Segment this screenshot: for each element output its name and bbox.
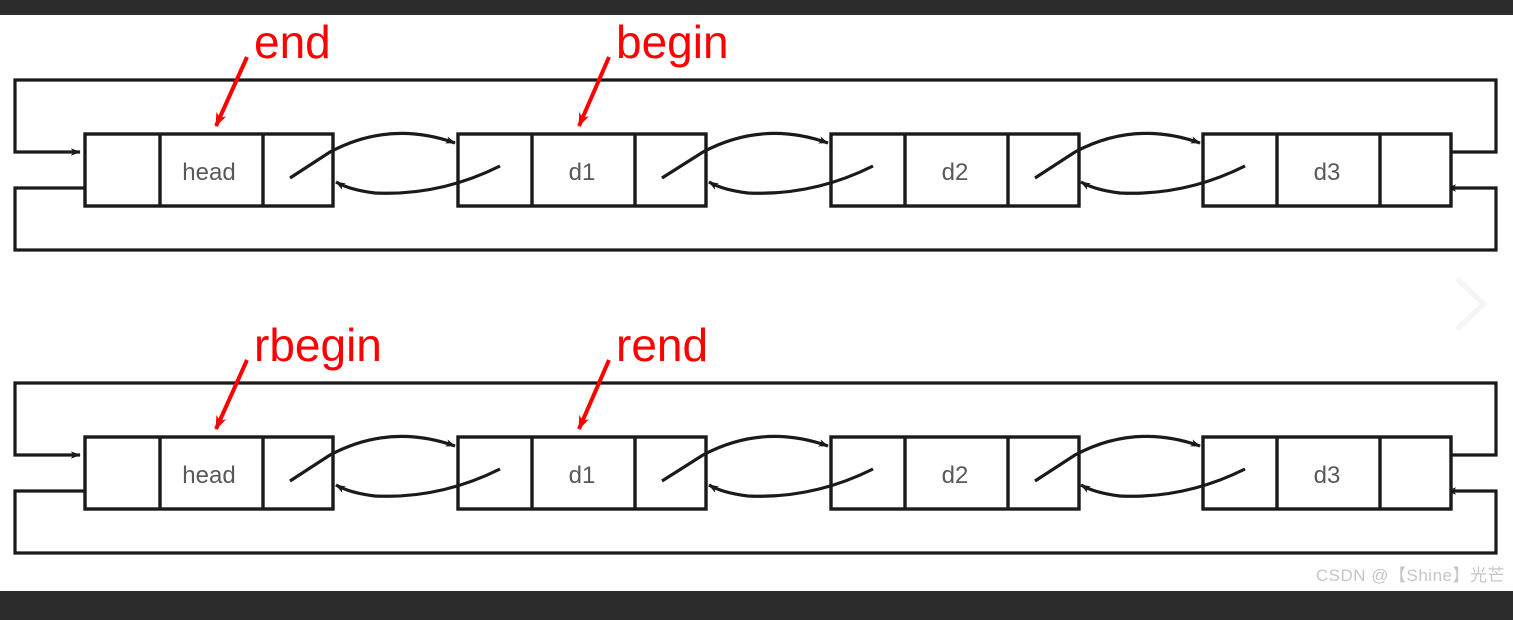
node-head-data-label: head xyxy=(182,159,235,186)
annotation-end-label: end xyxy=(254,16,331,68)
wrap-wires-top xyxy=(13,78,1498,252)
node-d1: d1 xyxy=(456,132,708,208)
annotation-begin-label: begin xyxy=(616,16,729,68)
annotation-end: end xyxy=(214,16,331,127)
node-d2-reverse: d2 xyxy=(829,435,1081,511)
viewer-bottom-bar xyxy=(0,591,1513,620)
node-d3: d3 xyxy=(1201,132,1453,208)
chevron-right-icon xyxy=(1455,277,1487,331)
node-d1-data-label: d1 xyxy=(569,159,596,186)
node-d3-data-label: d3 xyxy=(1314,159,1341,186)
node-d3-reverse: d3 xyxy=(1201,435,1453,511)
annotation-rbegin-label: rbegin xyxy=(254,319,382,371)
diagram-reverse-iterators: head d1 d2 d3 xyxy=(13,319,1498,555)
annotation-begin: begin xyxy=(577,16,729,127)
annotation-rend: rend xyxy=(577,319,708,430)
csdn-watermark: CSDN @【Shine】光芒 xyxy=(1315,566,1505,585)
pointer-curves-reverse xyxy=(289,434,1246,498)
diagram-forward-iterators: head d1 d2 d3 xyxy=(13,16,1498,252)
node-d2-data-label: d2 xyxy=(942,159,969,186)
node-head-reverse-data-label: head xyxy=(182,462,235,489)
node-d2-reverse-data-label: d2 xyxy=(942,462,969,489)
annotation-rend-label: rend xyxy=(616,319,708,371)
node-d1-reverse-data-label: d1 xyxy=(569,462,596,489)
wrap-wires-bottom xyxy=(13,381,1498,555)
node-d2: d2 xyxy=(829,132,1081,208)
pointer-curves xyxy=(289,131,1246,195)
node-d1-reverse: d1 xyxy=(456,435,708,511)
next-slide-button[interactable] xyxy=(1444,272,1494,336)
node-head: head xyxy=(83,132,335,208)
node-head-reverse: head xyxy=(83,435,335,511)
annotation-rbegin: rbegin xyxy=(214,319,382,430)
node-d3-reverse-data-label: d3 xyxy=(1314,462,1341,489)
viewer-top-bar xyxy=(0,0,1513,15)
